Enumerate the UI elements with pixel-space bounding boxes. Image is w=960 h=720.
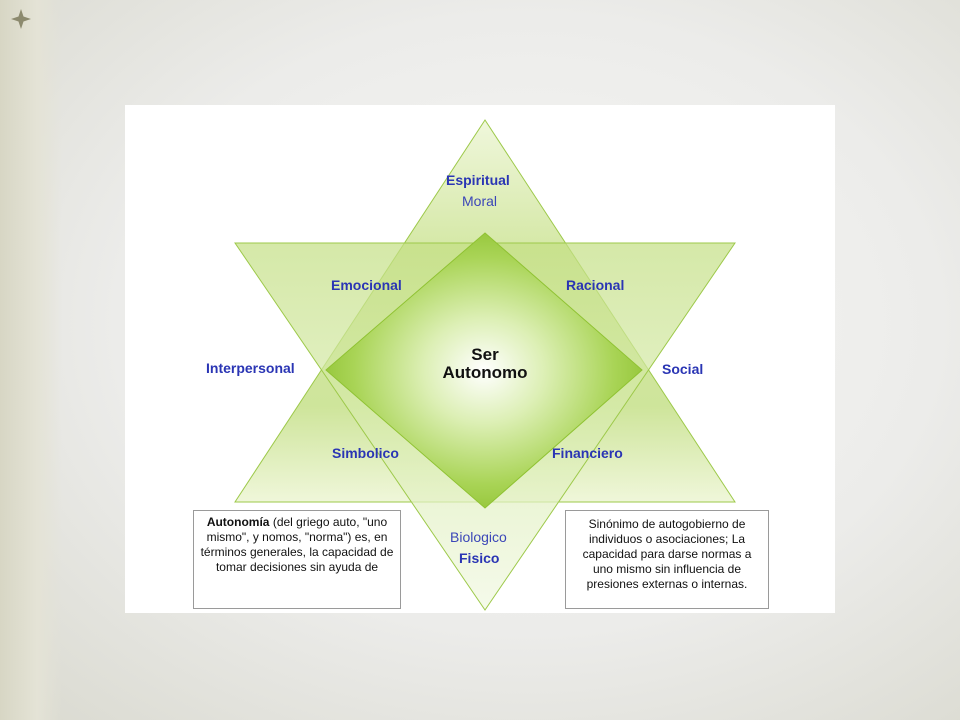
center-title-line2: Autonomo xyxy=(442,363,528,382)
label-fisico: Fisico xyxy=(459,550,500,566)
note-right-text: Sinónimo de autogobierno de individuos o… xyxy=(582,517,752,591)
label-financiero: Financiero xyxy=(552,445,623,461)
center-title: Ser Autonomo xyxy=(410,346,560,382)
label-interpersonal: Interpersonal xyxy=(206,360,295,376)
definition-note-right: Sinónimo de autogobierno de individuos o… xyxy=(565,510,769,609)
center-title-line1: Ser xyxy=(471,345,499,364)
label-espiritual: Espiritual xyxy=(446,172,510,188)
star-bullet-icon xyxy=(11,9,31,29)
label-racional: Racional xyxy=(566,277,625,293)
center-diamond xyxy=(325,232,643,509)
label-biologico: Biologico xyxy=(450,529,507,545)
slide-side-stripe xyxy=(0,0,62,720)
definition-note-left: Autonomía (del griego auto, "uno mismo",… xyxy=(193,510,401,609)
label-moral: Moral xyxy=(462,193,498,209)
note-left-text: (del griego auto, "uno mismo", y nomos, … xyxy=(200,515,394,574)
note-term: Autonomía xyxy=(206,515,270,529)
label-simbolico: Simbolico xyxy=(332,445,399,461)
label-emocional: Emocional xyxy=(331,277,402,293)
label-social: Social xyxy=(662,361,704,377)
